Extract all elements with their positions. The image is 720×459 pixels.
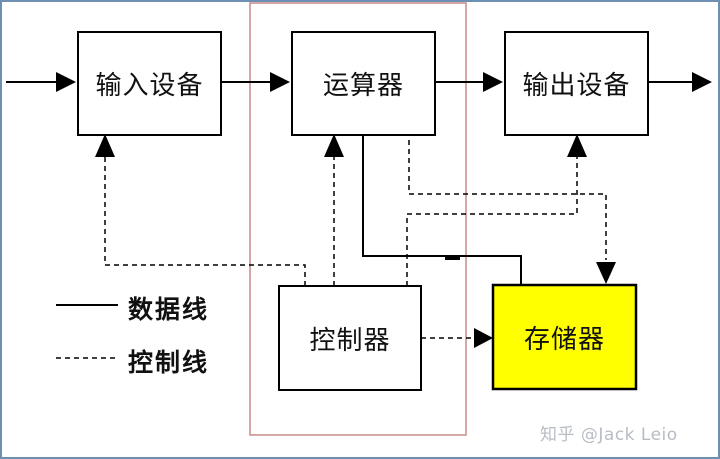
alu-box <box>291 31 436 136</box>
arrowhead-input <box>95 134 115 157</box>
arrowhead-output <box>567 134 587 157</box>
watermark: 知乎 @Jack Leio <box>540 425 678 445</box>
output-device-box <box>504 31 649 136</box>
legend-control-line-label: 控制线 <box>128 348 210 377</box>
cpu-frame <box>249 2 467 436</box>
control-line-to-input <box>104 150 306 286</box>
input-device-box <box>77 31 222 136</box>
arrowhead-alu <box>324 134 344 157</box>
data-line-alu-memory <box>362 135 522 285</box>
control-line-to-memory-top <box>408 140 607 260</box>
arrowhead-memory-side <box>474 328 493 348</box>
controller-box <box>278 285 422 391</box>
legend-data-line-label: 数据线 <box>128 295 210 324</box>
control-line-to-output <box>406 150 578 286</box>
memory-box <box>491 283 638 391</box>
arrowhead-memory-top <box>596 262 616 284</box>
